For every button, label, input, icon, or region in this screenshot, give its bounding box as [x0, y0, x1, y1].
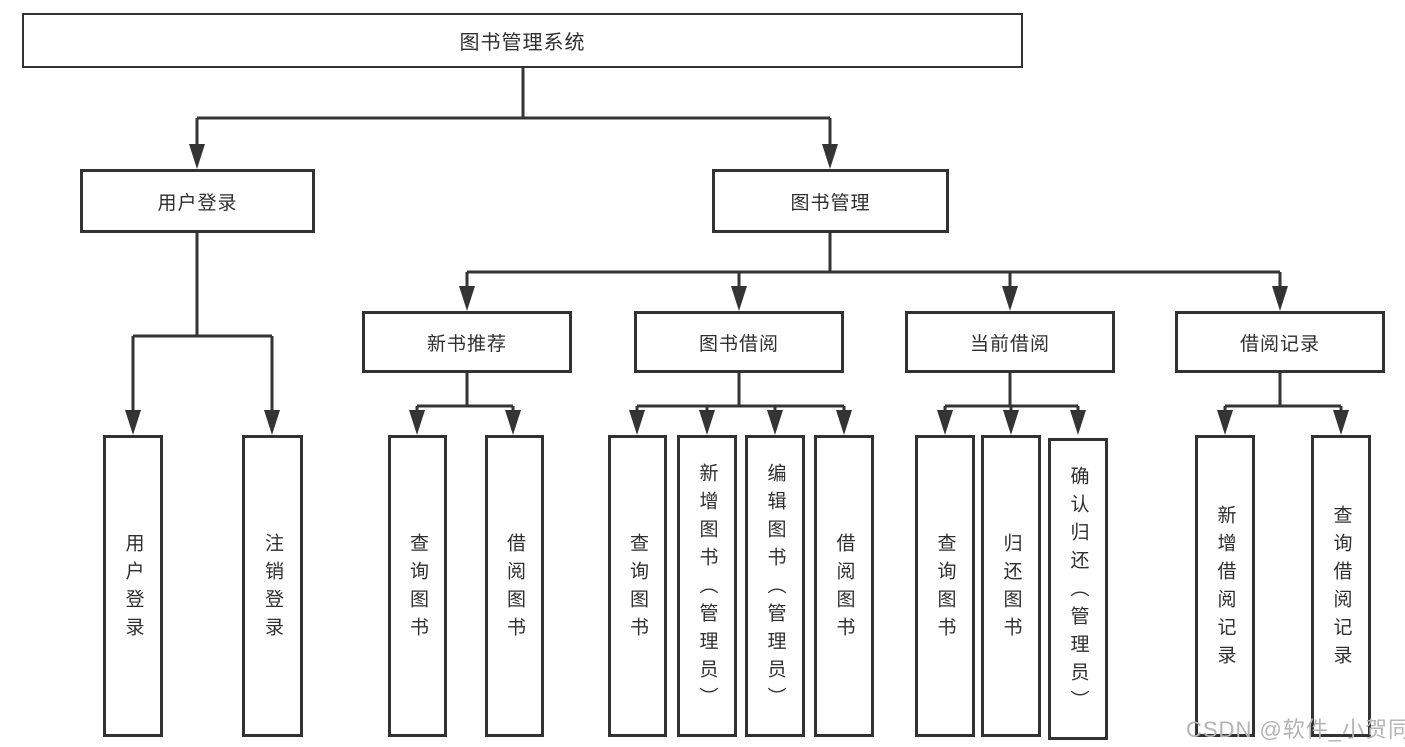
- arrow-down-icon: [836, 410, 852, 435]
- arrow-down-icon: [409, 410, 425, 435]
- node-book-management-branch: 图书管理: [712, 169, 949, 233]
- arrow-down-icon: [1003, 410, 1019, 435]
- node-leaf-query-borrow-record: 查询借阅记录: [1311, 435, 1371, 737]
- node-leaf-return-books: 归还图书: [981, 435, 1041, 737]
- arrow-down-icon: [505, 410, 521, 435]
- arrow-down-icon: [1002, 286, 1018, 311]
- node-leaf-borrow-books: 借阅图书: [814, 435, 874, 737]
- arrow-down-icon: [1070, 410, 1086, 435]
- node-leaf-query-books-current: 查询图书: [915, 435, 975, 737]
- arrow-down-icon: [822, 144, 838, 169]
- arrow-down-icon: [629, 410, 645, 435]
- node-new-book-recommendation: 新书推荐: [362, 311, 572, 373]
- node-leaf-borrow-books-recommend: 借阅图书: [485, 435, 544, 737]
- node-leaf-query-books-borrowing: 查询图书: [608, 435, 667, 737]
- node-user-login-branch: 用户登录: [80, 169, 315, 233]
- arrow-down-icon: [264, 410, 280, 435]
- arrow-down-icon: [125, 410, 141, 435]
- arrow-down-icon: [459, 286, 475, 311]
- arrow-down-icons: [125, 144, 1349, 435]
- node-leaf-add-books-admin: 新增图书（管理员）: [677, 435, 737, 737]
- node-leaf-confirm-return-admin: 确认归还（管理员）: [1048, 438, 1108, 740]
- csdn-watermark: CSDN @软件_小贺同学: [1186, 717, 1405, 742]
- node-leaf-query-books-recommend: 查询图书: [388, 435, 447, 737]
- arrow-down-icon: [1333, 410, 1349, 435]
- arrow-down-icon: [1272, 286, 1288, 311]
- node-leaf-edit-books-admin: 编辑图书（管理员）: [745, 435, 805, 737]
- node-root-system: 图书管理系统: [22, 13, 1023, 68]
- node-book-borrowing: 图书借阅: [634, 311, 844, 373]
- node-current-borrowing: 当前借阅: [905, 311, 1115, 373]
- arrow-down-icon: [767, 410, 783, 435]
- arrow-down-icon: [731, 286, 747, 311]
- node-leaf-user-login: 用户登录: [103, 435, 163, 737]
- node-borrowing-records: 借阅记录: [1175, 311, 1385, 373]
- arrow-down-icon: [189, 144, 205, 169]
- node-leaf-logout: 注销登录: [242, 435, 303, 737]
- arrow-down-icon: [1217, 410, 1233, 435]
- arrow-down-icon: [699, 410, 715, 435]
- node-leaf-add-borrow-record: 新增借阅记录: [1195, 435, 1255, 737]
- arrow-down-icon: [937, 410, 953, 435]
